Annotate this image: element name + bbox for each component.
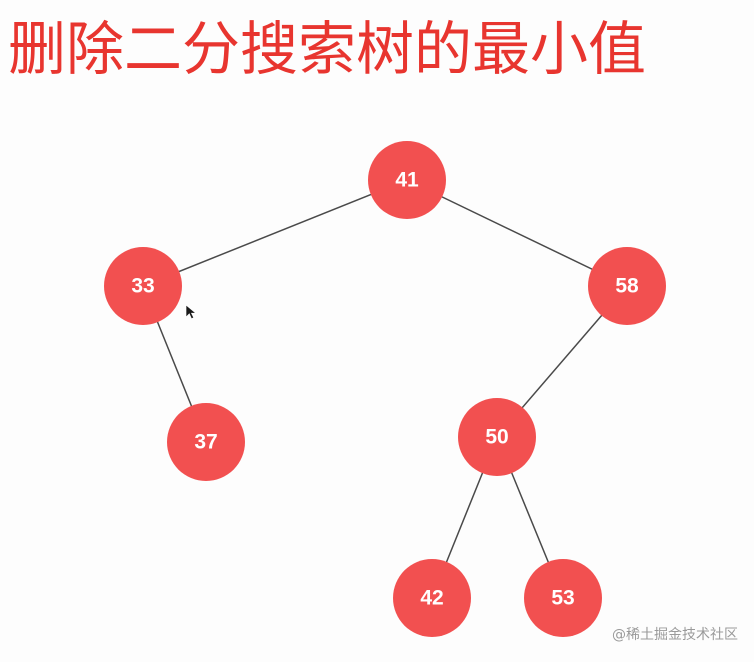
node-circle (104, 247, 182, 325)
watermark: @稀土掘金技术社区 (612, 627, 738, 643)
tree-node-58: 58 (588, 247, 666, 325)
node-label: 37 (194, 431, 217, 454)
mouse-pointer-icon (185, 304, 197, 320)
node-label: 53 (551, 587, 574, 610)
node-label: 42 (420, 587, 443, 610)
tree-edges (142, 179, 628, 599)
node-label: 50 (485, 426, 508, 449)
node-circle (458, 398, 536, 476)
edge-41-33 (142, 179, 408, 287)
node-circle (588, 247, 666, 325)
edge-41-58 (406, 179, 628, 287)
tree-node-42: 42 (393, 559, 471, 637)
node-circle (524, 559, 602, 637)
tree-node-33: 33 (104, 247, 182, 325)
node-circle (393, 559, 471, 637)
tree-node-50: 50 (458, 398, 536, 476)
node-circle (167, 403, 245, 481)
diagram-title: 删除二分搜索树的最小值 (8, 15, 647, 83)
node-circle (368, 141, 446, 219)
node-label: 58 (615, 275, 639, 298)
node-label: 33 (131, 275, 154, 298)
tree-node-37: 37 (167, 403, 245, 481)
tree-node-41: 41 (368, 141, 446, 219)
tree-node-53: 53 (524, 559, 602, 637)
node-label: 41 (395, 169, 419, 192)
